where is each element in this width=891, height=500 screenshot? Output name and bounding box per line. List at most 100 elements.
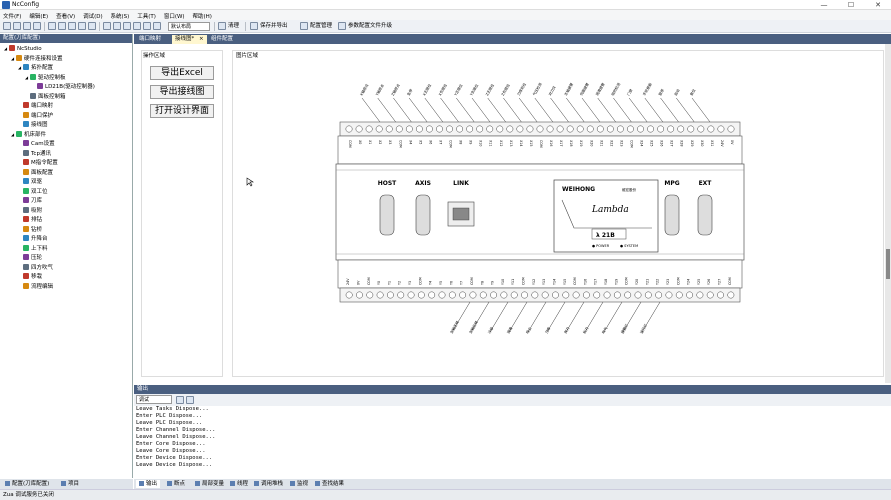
tree-item[interactable]: 移栽 [18, 273, 42, 281]
wire-label: 吸附检测 [610, 81, 622, 96]
pause-icon[interactable] [123, 22, 131, 30]
menu-window[interactable]: 窗口(W) [163, 14, 185, 20]
tab-find-results[interactable]: 查找结果 [312, 480, 347, 488]
minimize-icon[interactable]: — [820, 1, 828, 9]
layout-select[interactable]: 默认布局 [168, 22, 210, 31]
tree-item[interactable]: Cam设置 [18, 140, 55, 148]
tree-item[interactable]: 面板控制箱 [25, 92, 66, 101]
config-manage-button[interactable]: 配置管理 [310, 23, 333, 29]
tree-item-label: 移栽 [31, 274, 43, 280]
tree-item[interactable]: 压轮 [18, 254, 42, 262]
tree-item-label: 双驱 [31, 179, 43, 185]
tab-breakpoints[interactable]: 断点 [164, 480, 188, 488]
tab-locals[interactable]: 局部变量 [192, 480, 227, 488]
step-icon[interactable] [113, 22, 121, 30]
scrollbar-thumb[interactable] [886, 249, 890, 279]
tab-breakpoints-label: 断点 [174, 481, 186, 487]
new-file-icon[interactable] [3, 22, 11, 30]
close-tab-icon[interactable]: × [199, 36, 204, 42]
export-wiring-button[interactable]: 导出接线图 [150, 85, 214, 99]
tree-item[interactable]: 面板配置 [18, 168, 53, 177]
tab-call-stack[interactable]: 调用堆栈 [251, 480, 286, 488]
tree-item[interactable]: 升降台 [18, 235, 48, 243]
tree-item[interactable]: 端口映射 [18, 102, 53, 110]
copy-icon[interactable] [58, 22, 66, 30]
tree-item[interactable]: 双驱 [18, 178, 42, 186]
tree-item[interactable]: 上下料 [18, 244, 48, 253]
stop-icon[interactable] [133, 22, 141, 30]
port-ext-label: EXT [699, 180, 713, 187]
tree-item[interactable]: LD21B(驱动控制器) [32, 83, 95, 91]
save-export-button[interactable]: 保存并导出 [260, 23, 288, 29]
tab-port-mapping[interactable]: 端口映射 [139, 36, 162, 42]
tree-item[interactable]: 四方吹气 [18, 263, 53, 272]
param-upgrade-button[interactable]: 参数配置文件升级 [348, 23, 393, 29]
tree-item[interactable]: 吸附 [18, 206, 42, 215]
close-icon[interactable]: ✕ [875, 1, 881, 9]
step-over-icon[interactable] [143, 22, 151, 30]
tab-project[interactable]: 项目 [58, 480, 82, 488]
open-folder-icon[interactable] [13, 22, 21, 30]
expand-toggle-icon[interactable]: ◢ [4, 46, 8, 51]
expand-toggle-icon[interactable]: ◢ [18, 65, 22, 70]
tab-threads[interactable]: 线程 [227, 480, 251, 488]
menu-edit[interactable]: 编辑(E) [29, 14, 49, 20]
tab-wiring-diagram[interactable]: 接线图* × [172, 35, 207, 44]
output-filter-select[interactable]: 调试 [136, 395, 172, 404]
menu-view[interactable]: 查看(V) [56, 14, 76, 20]
clear-output-icon[interactable] [176, 396, 184, 404]
tab-watch[interactable]: 监视 [287, 480, 311, 488]
tree-item[interactable]: M指令配置 [18, 159, 58, 167]
tree-item[interactable]: ◢NcStudio [4, 45, 42, 53]
vertical-scrollbar[interactable] [885, 44, 891, 383]
terminal-label: X24 [640, 140, 644, 146]
expand-toggle-icon[interactable]: ◢ [25, 74, 29, 80]
tree-item[interactable]: 排钻 [18, 216, 42, 224]
save-icon[interactable] [23, 22, 31, 30]
cut-icon[interactable] [48, 22, 56, 30]
menu-debug[interactable]: 调试(D) [83, 14, 103, 20]
output-toolbar: 调试 [134, 394, 891, 406]
tab-output[interactable]: 输出 [136, 480, 161, 488]
clean-icon[interactable] [218, 22, 226, 30]
tree-item[interactable]: 接线图 [18, 121, 48, 129]
tree-item[interactable]: 刀库 [18, 197, 42, 205]
tree-item[interactable]: ◢拓扑配置 [18, 64, 53, 72]
menu-file[interactable]: 文件(F) [3, 14, 22, 20]
tree-item[interactable]: 钻桥 [18, 225, 42, 234]
tree-item[interactable]: 双工位 [18, 187, 48, 196]
tree-item[interactable]: ◢硬件连接和设置 [11, 54, 63, 63]
upgrade-icon[interactable] [338, 22, 346, 30]
export-icon[interactable] [250, 22, 258, 30]
operation-area-title: 操作区域 [143, 53, 166, 59]
operation-area [141, 50, 223, 377]
tab-config-tool-magazine[interactable]: 配置(刀库配置) [2, 480, 52, 488]
menu-help[interactable]: 帮助(H) [192, 14, 212, 20]
open-designer-button[interactable]: 打开设计界面 [150, 104, 214, 118]
menu-tools[interactable]: 工具(T) [137, 14, 156, 20]
tree-item[interactable]: 端口保护 [18, 111, 53, 120]
wrap-output-icon[interactable] [186, 396, 194, 404]
paste-icon[interactable] [68, 22, 76, 30]
expand-toggle-icon[interactable]: ◢ [11, 55, 15, 61]
export-excel-button[interactable]: 导出Excel [150, 66, 214, 80]
run-icon[interactable] [103, 22, 111, 30]
step-out-icon[interactable] [153, 22, 161, 30]
undo-icon[interactable] [78, 22, 86, 30]
tree-item[interactable]: ◢驱动控制板 [25, 73, 66, 82]
port-link-label: LINK [453, 180, 469, 187]
terminal-label: COM [418, 277, 422, 285]
wire-label: 伺服报警 [579, 81, 591, 96]
wire-leader [451, 301, 471, 333]
menu-system[interactable]: 系统(S) [110, 14, 130, 20]
config-manage-icon[interactable] [300, 22, 308, 30]
redo-icon[interactable] [88, 22, 96, 30]
expand-toggle-icon[interactable]: ◢ [11, 131, 15, 137]
maximize-icon[interactable]: ☐ [847, 1, 855, 9]
clean-button[interactable]: 清理 [228, 23, 240, 29]
tree-item[interactable]: ◢机床部件 [11, 130, 46, 139]
save-all-icon[interactable] [33, 22, 41, 30]
tab-component-config[interactable]: 组件配置 [211, 36, 234, 42]
tree-item[interactable]: Tcp通讯 [18, 149, 51, 158]
tree-item[interactable]: 流程编辑 [18, 282, 53, 291]
